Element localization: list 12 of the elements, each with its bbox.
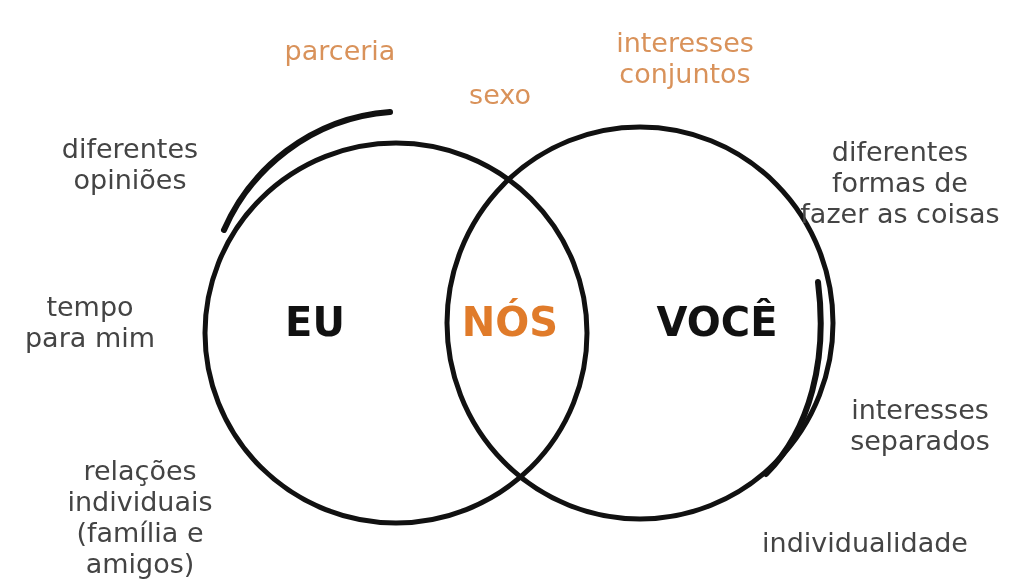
annotation-text: interesses separados <box>849 394 991 456</box>
circle-label: VOCÊ <box>656 299 778 345</box>
annotation-text: individualidade <box>761 527 969 558</box>
annotation-text: diferentes opiniões <box>60 133 200 195</box>
annotation-text: sexo <box>468 79 532 110</box>
annotation-text: parceria <box>283 35 397 66</box>
annotation-text: diferentes formas de fazer as coisas <box>800 136 1000 229</box>
annotation-text: relações individuais (família e amigos) <box>66 455 214 579</box>
annotation-text: interesses conjuntos <box>615 27 755 89</box>
annotation-text: tempo para mim <box>24 291 156 353</box>
circle-label: EU <box>285 299 345 345</box>
circle-label: NÓS <box>461 299 559 345</box>
